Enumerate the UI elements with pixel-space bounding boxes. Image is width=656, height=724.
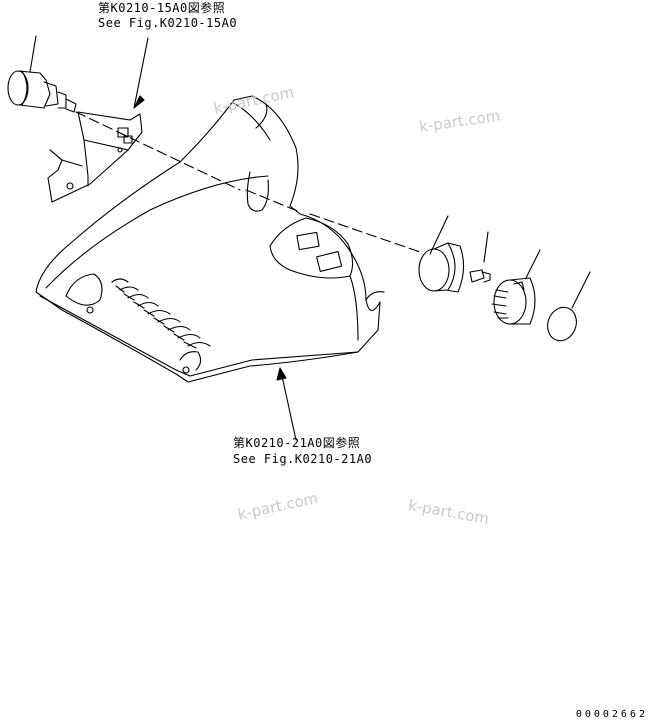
assembly-center-line bbox=[75, 111, 421, 253]
lamp-ring-part bbox=[418, 215, 465, 293]
lens-part bbox=[547, 271, 591, 342]
top-reference-jp: 第K0210-15A0図参照 bbox=[98, 1, 226, 15]
bottom-reference-jp: 第K0210-21A0図参照 bbox=[233, 436, 361, 450]
cover-housing bbox=[35, 95, 385, 383]
bottom-leader-arrow bbox=[276, 367, 297, 441]
bottom-reference-en: See Fig.K0210-21A0 bbox=[233, 452, 373, 466]
document-number: 00002662 bbox=[575, 709, 648, 720]
lamp-socket-part bbox=[7, 35, 77, 113]
screw-part bbox=[469, 231, 491, 283]
louver-grille bbox=[111, 278, 211, 349]
bulb-part bbox=[491, 249, 541, 325]
mounting-bracket bbox=[47, 37, 149, 203]
top-reference-en: See Fig.K0210-15A0 bbox=[98, 16, 238, 30]
